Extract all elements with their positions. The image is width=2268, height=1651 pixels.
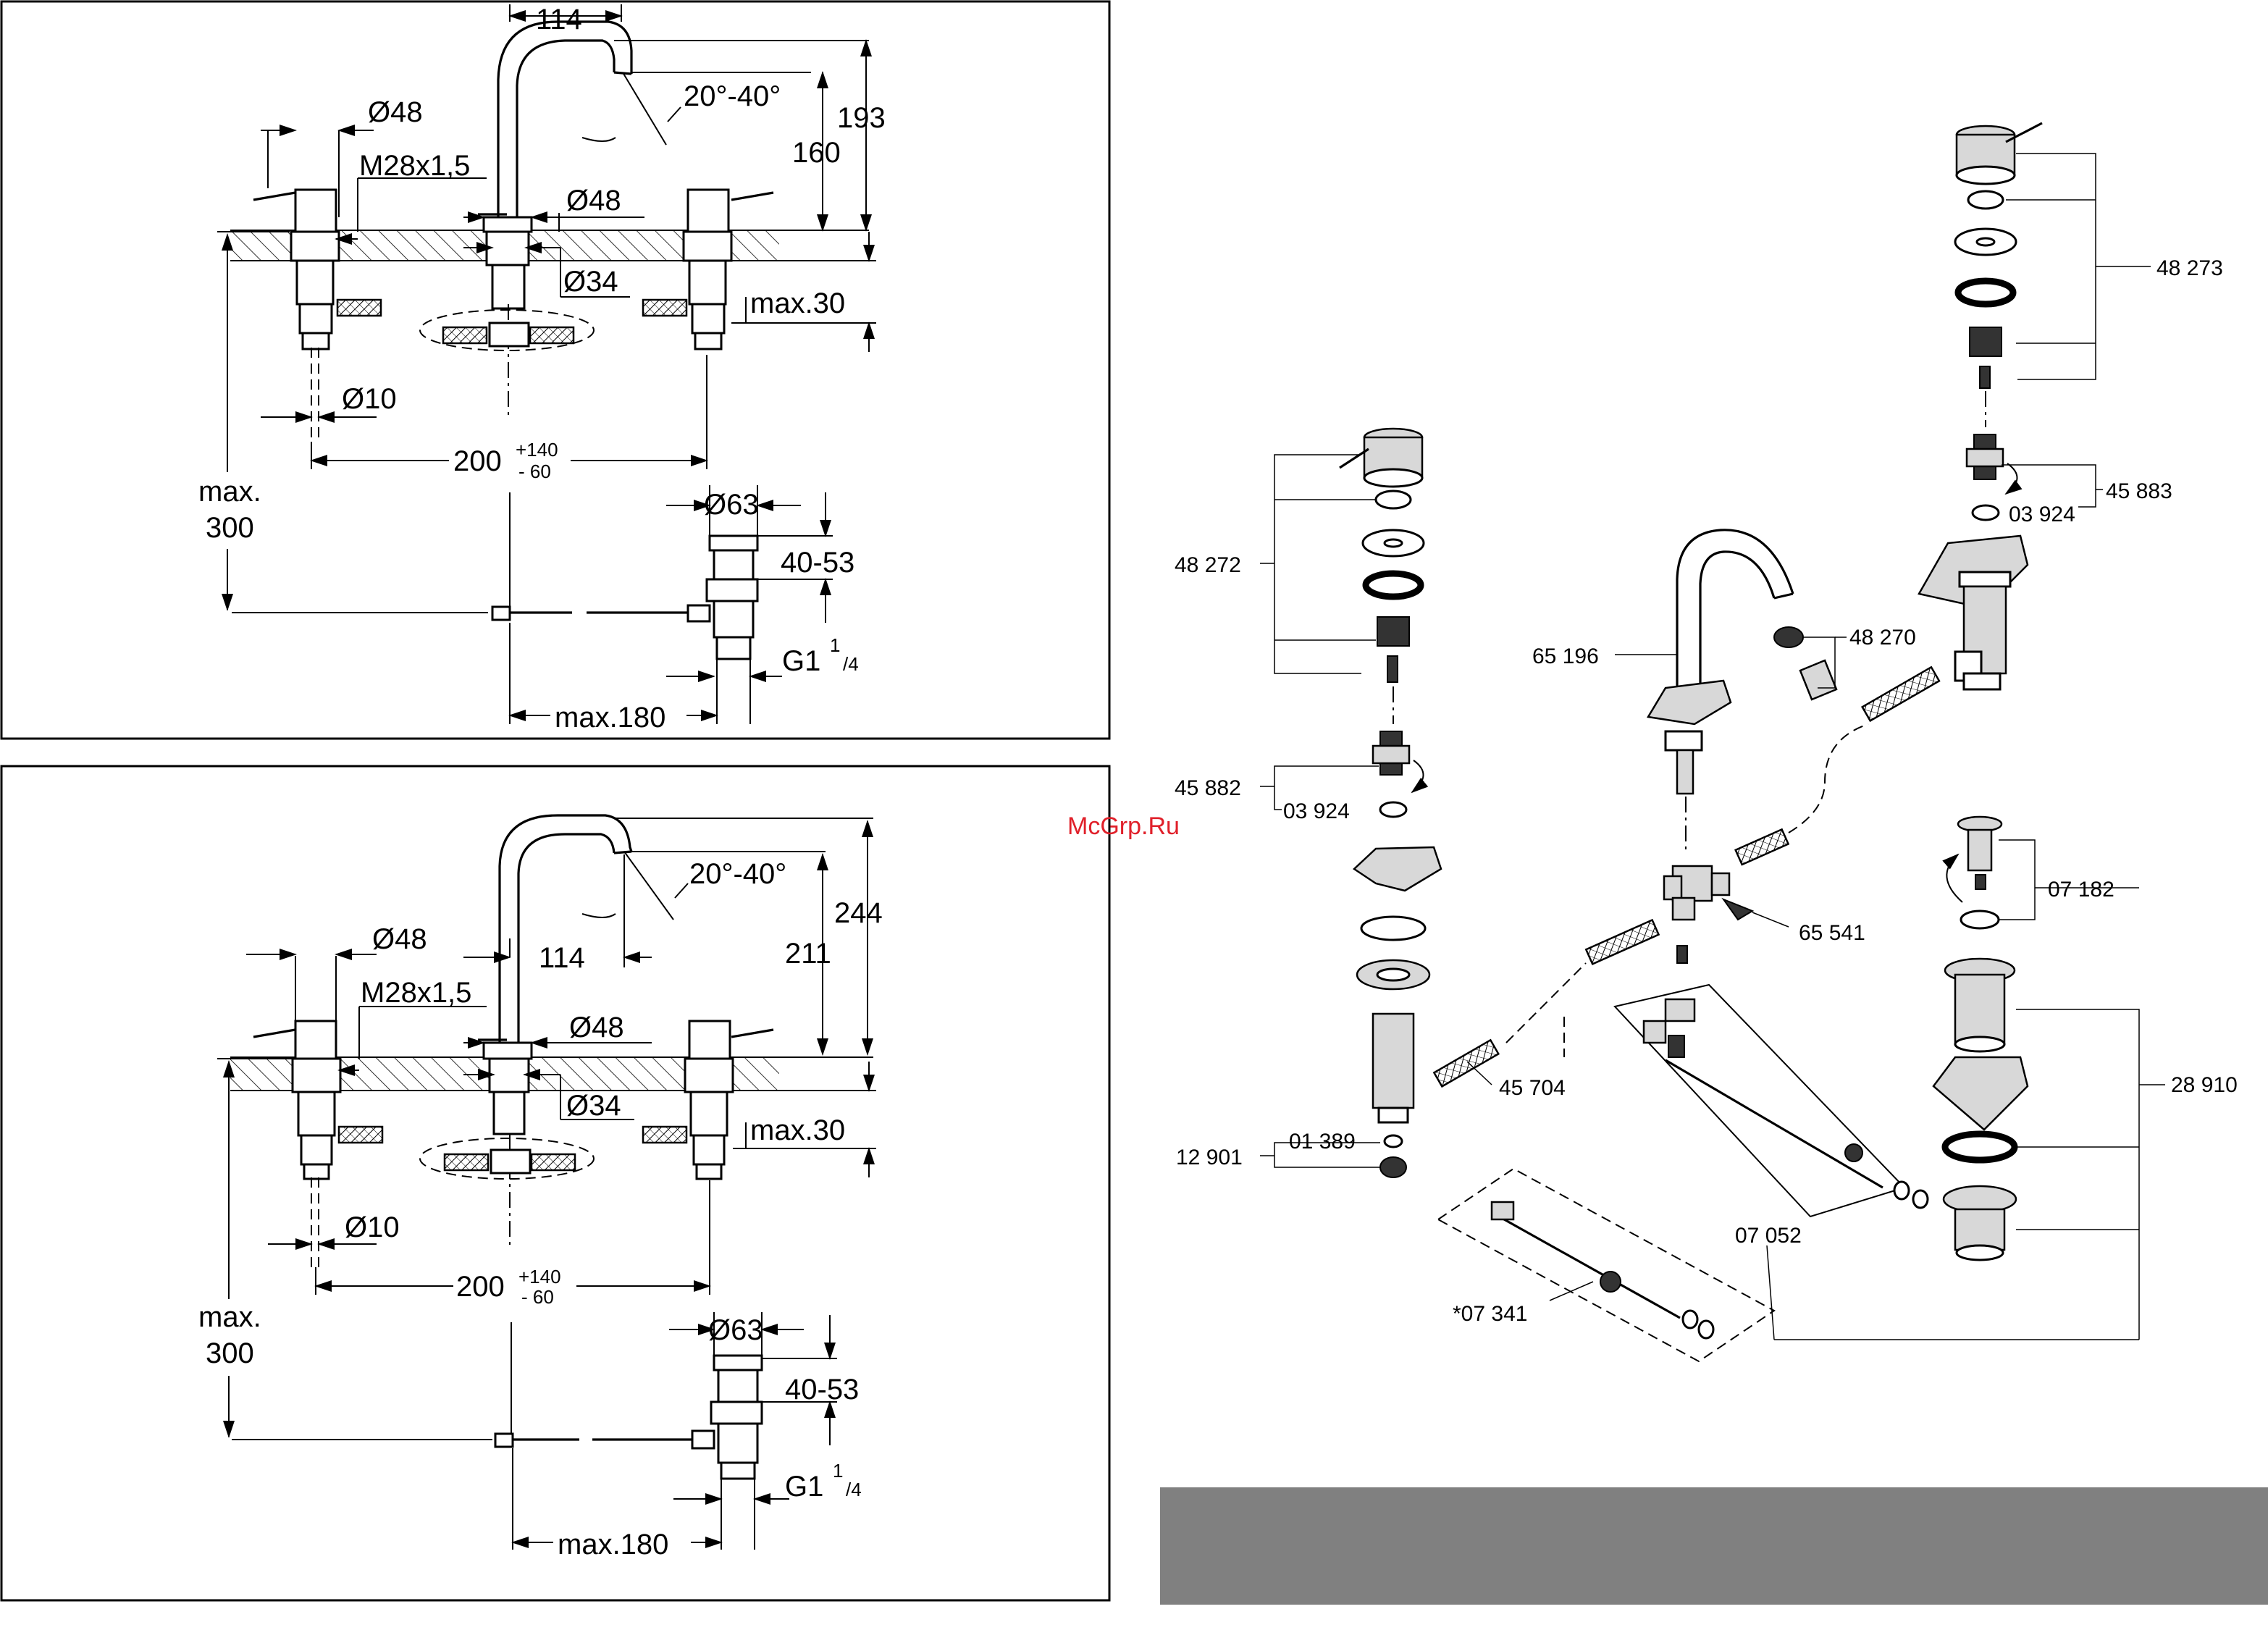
dim-max180-bottom: max.180 [558,1529,668,1560]
drain-assembly [1563,815,2029,1261]
part-03924-left: 03 924 [1283,799,1350,823]
top-drawing: 114 193 160 20°-40° Ø48 M28x1,5 Ø48 Ø34 [0,0,1111,740]
tol-plus-bottom: +140 [518,1266,561,1287]
dim-dia48-left-bottom: Ø48 [372,923,427,955]
part-28910: 28 910 [2171,1073,2238,1097]
dim-4053-top: 40-53 [781,547,854,579]
part-07341: *07 341 [1453,1302,1527,1326]
dim-dia10-bottom: Ø10 [345,1211,400,1243]
dim-g1-den-top: /4 [843,653,859,675]
dim-dia34-bottom: Ø34 [566,1090,621,1122]
dim-200-top: 200 [453,445,502,477]
dim-dia10-top: Ø10 [342,383,397,415]
dim-max30-top: max.30 [750,287,845,319]
dim-dia48-mid-bottom: Ø48 [569,1012,624,1043]
dim-160-top: 160 [792,137,841,169]
dim-114-top: 114 [536,4,582,35]
right-handle-assembly [1918,122,2043,691]
part-07182: 07 182 [2048,878,2114,902]
part-65196: 65 196 [1532,644,1599,668]
dim-thread-bottom: M28x1,5 [361,977,471,1009]
dim-dia63-bottom: Ø63 [708,1314,763,1346]
exploded-view: 48 273 45 883 03 924 48 272 65 196 48 27… [1175,122,2238,1363]
part-48273: 48 273 [2156,256,2223,280]
part-48270: 48 270 [1849,626,1916,650]
dim-4053-bottom: 40-53 [785,1374,859,1406]
dim-300-top: 300 [206,512,254,544]
part-65541: 65 541 [1799,921,1865,945]
left-handle-assembly [1339,427,1442,1178]
dim-g1-top: G1 [782,645,820,677]
hose-assembly [1432,665,1941,1088]
alt-popup-rod [1437,1167,1776,1363]
spout-assembly [1646,529,1838,854]
dim-max-bottom: max. [198,1301,261,1333]
tol-minus-bottom: - 60 [521,1286,554,1308]
dim-max-top: max. [198,476,261,508]
dim-thread-top: M28x1,5 [359,150,470,182]
dim-max180-top: max.180 [555,702,665,734]
dim-193-top: 193 [837,102,886,134]
tol-minus-top: - 60 [518,461,551,482]
part-12901: 12 901 [1176,1146,1243,1169]
part-01389: 01 389 [1289,1130,1356,1154]
dim-g1-den-bottom: /4 [846,1479,862,1500]
part-48272: 48 272 [1175,553,1241,577]
dim-dia34-top: Ø34 [563,266,618,298]
dim-200-bottom: 200 [456,1271,505,1303]
dim-211-bottom: 211 [785,938,831,970]
part-45882: 45 882 [1175,776,1241,800]
dim-g1-bottom: G1 [785,1471,823,1503]
dim-g1-num-top: 1 [830,634,840,656]
dim-dia63-top: Ø63 [704,489,759,521]
dim-244-bottom: 244 [834,897,883,929]
dim-114-bottom: 114 [539,942,585,974]
dim-dia48-left-top: Ø48 [368,96,423,128]
dim-max30-bottom: max.30 [750,1114,845,1146]
tol-plus-top: +140 [516,439,558,461]
part-45704: 45 704 [1499,1076,1566,1100]
dim-angle-top: 20°-40° [684,80,781,112]
leader-lines [1260,153,2165,1340]
footer-bar [1160,1487,2268,1605]
part-07052: 07 052 [1735,1224,1802,1248]
dim-300-bottom: 300 [206,1337,254,1369]
dim-g1-num-bottom: 1 [833,1460,843,1482]
bottom-drawing: 114 244 211 20°-40° Ø48 M28x1,5 Ø48 Ø34 [0,765,1111,1602]
part-45883: 45 883 [2106,479,2172,503]
dim-angle-bottom: 20°-40° [689,858,786,890]
part-03924-right: 03 924 [2009,503,2075,526]
dim-dia48-mid-top: Ø48 [566,185,621,217]
watermark: McGrp.Ru [1067,812,1180,840]
